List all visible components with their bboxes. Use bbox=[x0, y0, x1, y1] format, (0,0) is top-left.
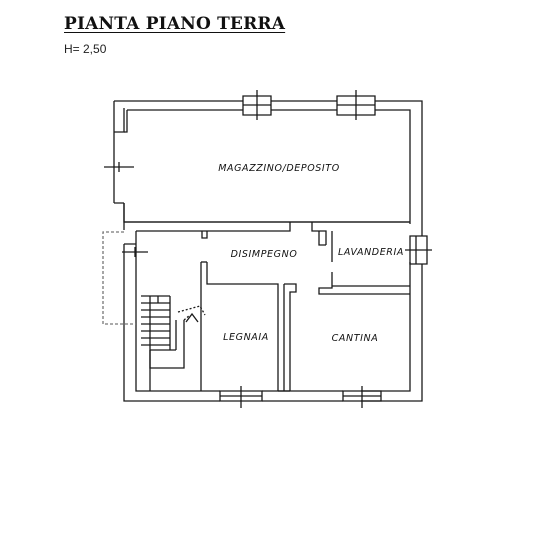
internal-walls bbox=[124, 221, 410, 392]
staircase bbox=[141, 295, 206, 391]
room-label-legnaia: LEGNAIA bbox=[223, 332, 269, 343]
ceiling-height: H= 2,50 bbox=[64, 42, 107, 56]
window-markers bbox=[104, 90, 432, 408]
plan-title: PIANTA PIANO TERRA bbox=[64, 14, 286, 34]
exterior-dashed-outline bbox=[102, 231, 136, 325]
room-label-cantina: CANTINA bbox=[332, 333, 379, 344]
room-label-magazzino: MAGAZZINO/DEPOSITO bbox=[218, 163, 340, 174]
room-label-disimpegno: DISIMPEGNO bbox=[231, 249, 298, 260]
room-label-lavanderia: LAVANDERIA bbox=[338, 247, 404, 258]
